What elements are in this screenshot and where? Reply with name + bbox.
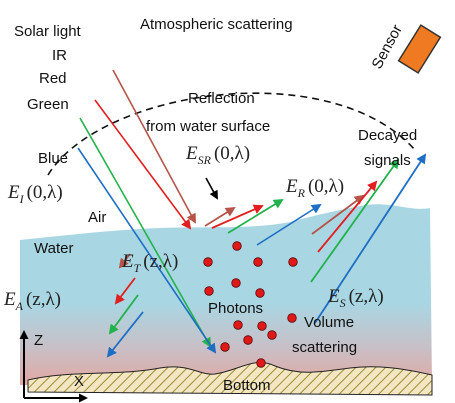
photon [255,288,265,298]
photon [231,278,241,288]
eq-e-s: ES(z,λ) [327,286,384,310]
atmosphere-arc [47,92,416,176]
label-solar-light: Solar light [14,23,82,40]
ray-green-emerging [310,158,400,283]
ray-blue-attenuated [106,311,144,358]
photon [257,321,267,331]
label-decayed-line1: Decayed [358,127,417,144]
ray-blue-emerging [314,153,427,324]
eq-e-t-sub: T [134,261,142,275]
label-axis-x: X [74,373,84,390]
bottom-terrain [27,362,433,396]
water-body [20,204,432,385]
eq-e-t-arg: (z,λ) [143,251,178,272]
ray-red-attenuated [114,277,136,305]
photon [203,257,213,267]
ray-ir-attenuated [118,253,131,269]
label-water: Water [34,240,73,257]
eq-e-r: ER(0,λ) [285,176,344,200]
eq-e-a-arg: (z,λ) [26,289,61,310]
eq-e-t-base: E [121,251,134,272]
photon [267,330,277,340]
reflection-pointer [205,177,218,200]
photon [243,335,253,345]
ray-green-incoming [79,117,211,348]
label-decayed-line2: signals [364,152,411,169]
label-sensor: Sensor [369,22,406,72]
ray-blue-incoming [77,147,217,354]
eq-e-a-sub: A [15,299,24,313]
label-axis-z: Z [34,332,43,349]
label-atmospheric-scattering: Atmospheric scattering [140,16,293,33]
ray-ir-reflected [204,206,236,227]
ray-green-attenuated [108,294,139,335]
label-ir: IR [52,47,67,64]
label-volume-line2: scattering [292,339,357,356]
eq-e-a: EA(z,λ) [3,289,61,313]
eq-e-s-arg: (z,λ) [349,286,384,307]
eq-e-s-base: E [327,286,340,307]
photon [256,358,266,368]
eq-e-i-arg: (0,λ) [27,182,63,203]
label-photons: Photons [208,300,263,317]
ray-blue-emerging-surface [256,203,322,246]
label-reflection-line1: Reflection [188,90,255,107]
label-blue: Blue [38,150,68,167]
ray-red-emerging [317,180,378,253]
eq-e-sr-base: E [185,143,198,164]
ray-ir-incoming [112,69,196,224]
photon [233,320,243,330]
label-volume-line1: Volume [304,314,354,331]
label-air: Air [88,209,106,226]
photon [287,313,297,323]
label-bottom: Bottom [223,377,271,394]
eq-e-sr: ESR(0,λ) [185,143,250,167]
eq-e-t: ET(z,λ) [121,251,178,275]
photon-dots [203,241,298,368]
eq-e-i-base: E [7,182,20,203]
eq-e-sr-sub: SR [198,153,212,167]
photon [288,257,298,267]
eq-e-i: EI(0,λ) [7,182,63,206]
label-red: Red [39,70,67,87]
eq-e-sr-arg: (0,λ) [214,143,250,164]
photon [220,342,230,352]
photon [253,257,263,267]
eq-e-s-sub: S [340,296,346,310]
photon [204,286,214,296]
eq-e-r-arg: (0,λ) [308,176,344,197]
photon [232,241,242,251]
ray-red-reflected [211,204,264,229]
label-green: Green [27,96,69,113]
eq-e-r-base: E [285,176,298,197]
eq-e-r-sub: R [297,186,306,200]
eq-e-i-sub: I [19,192,25,206]
sensor-box [397,24,442,74]
label-reflection-line2: from water surface [146,118,270,135]
ray-ir-emerging [311,194,365,235]
ray-red-incoming [94,99,192,230]
eq-e-a-base: E [3,289,16,310]
ray-green-reflected [227,198,284,234]
